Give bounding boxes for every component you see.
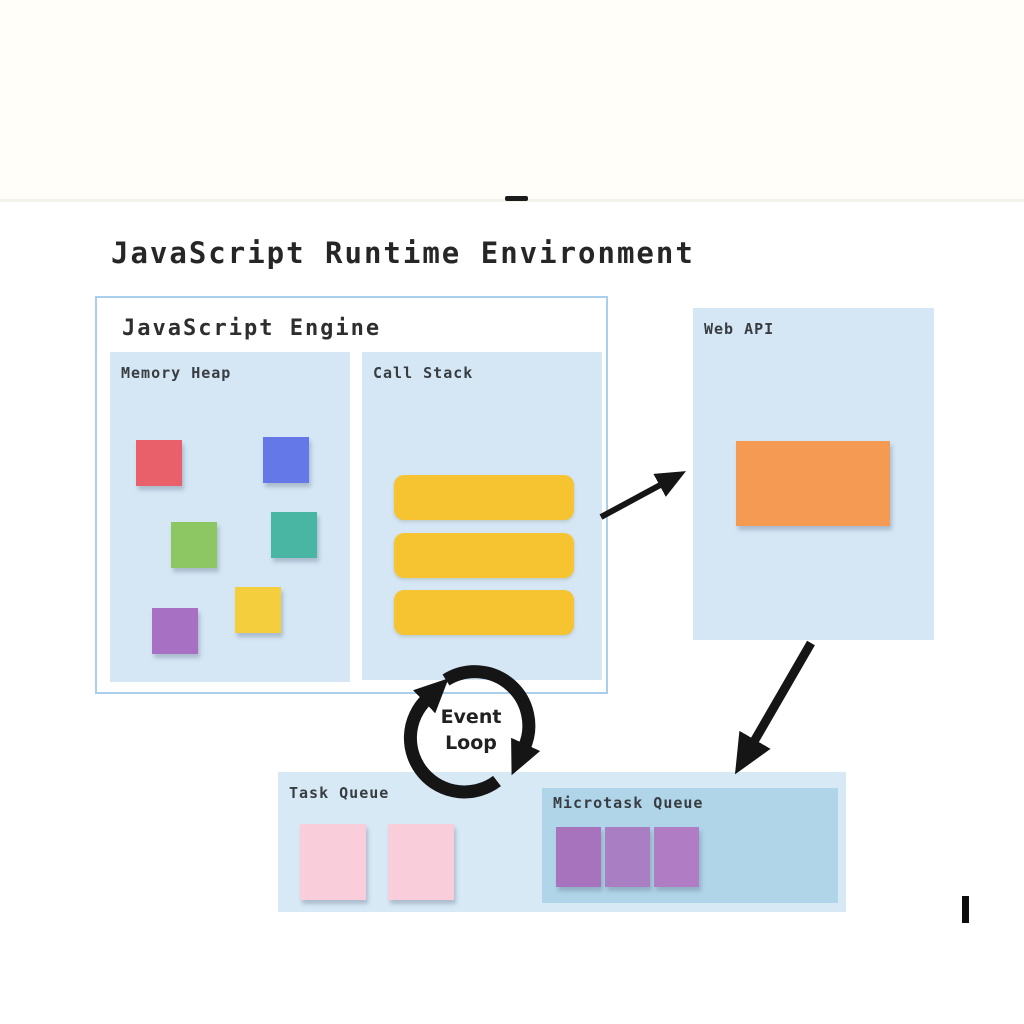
heap-note-purple (152, 608, 198, 654)
task-note-2 (388, 824, 454, 900)
memory-heap-panel: Memory Heap (110, 352, 350, 682)
heap-note-green (171, 522, 217, 568)
javascript-engine-box: JavaScript Engine Memory Heap Call Stack (95, 296, 608, 694)
arrow-webapi-to-microtask-icon (734, 640, 815, 775)
task-note-1 (300, 824, 366, 900)
text-cursor-artifact (962, 896, 969, 923)
arrow-callstack-to-webapi-icon (599, 471, 687, 520)
task-queue-label: Task Queue (289, 784, 390, 802)
call-stack-panel: Call Stack (362, 352, 602, 680)
event-loop-label-line1: Event (440, 706, 502, 728)
stack-frame-3 (394, 590, 574, 635)
microtask-note-2 (605, 827, 650, 887)
heap-note-red (136, 440, 182, 486)
microtask-queue-box: Microtask Queue (542, 788, 838, 903)
web-api-note (736, 441, 890, 526)
page-title: JavaScript Runtime Environment (111, 236, 695, 270)
heap-note-yellow (235, 587, 281, 633)
javascript-engine-title: JavaScript Engine (122, 316, 382, 341)
event-loop-label: Event Loop (421, 704, 521, 756)
top-strip (0, 0, 1024, 202)
stack-frame-2 (394, 533, 574, 578)
minimize-dash-artifact (505, 196, 528, 201)
microtask-queue-label: Microtask Queue (553, 794, 704, 812)
stack-frame-1 (394, 475, 574, 520)
heap-note-blue (263, 437, 309, 483)
event-loop-label-line2: Loop (445, 732, 497, 754)
task-queue-box: Task Queue Microtask Queue (278, 772, 846, 912)
memory-heap-label: Memory Heap (121, 364, 232, 382)
heap-note-teal (271, 512, 317, 558)
web-api-box: Web API (693, 308, 934, 640)
microtask-note-1 (556, 827, 601, 887)
call-stack-label: Call Stack (373, 364, 474, 382)
microtask-note-3 (654, 827, 699, 887)
web-api-label: Web API (704, 320, 775, 338)
